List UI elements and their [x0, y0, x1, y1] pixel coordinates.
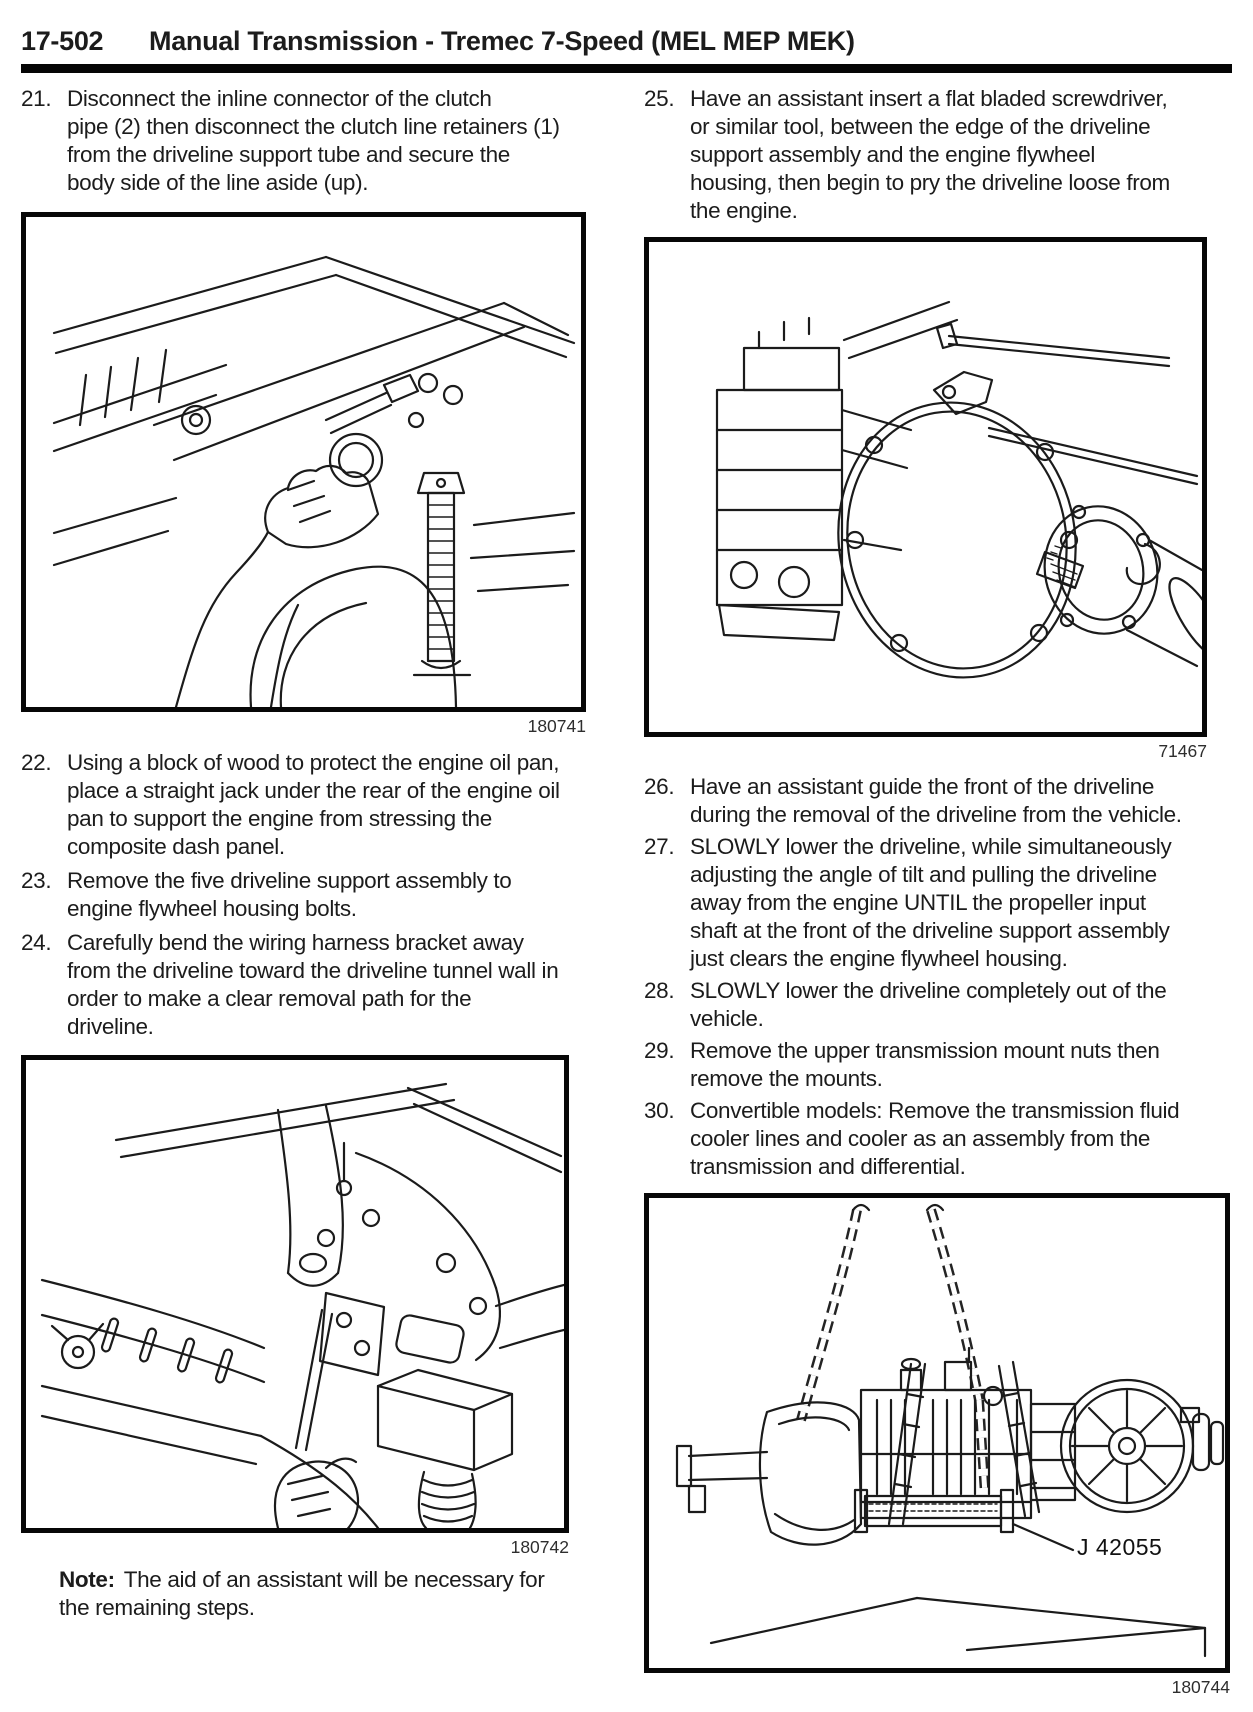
figure-180741-caption: 180741 — [527, 716, 586, 736]
page-header: 17-502 Manual Transmission - Tremec 7-Sp… — [21, 26, 1232, 57]
figure-71467-caption: 71467 — [1158, 741, 1207, 761]
page-number: 17-502 — [21, 26, 104, 56]
figure-180742-box — [21, 1055, 569, 1533]
figure-180741-box — [21, 212, 586, 712]
step-27: 27. SLOWLY lower the driveline, while si… — [644, 833, 1231, 973]
right-column: 25. Have an assistant insert a flat blad… — [644, 79, 1231, 1698]
step-30: 30. Convertible models: Remove the trans… — [644, 1097, 1231, 1181]
figure-71467-box — [644, 237, 1207, 737]
step-30-text: Convertible models: Remove the transmiss… — [690, 1098, 1180, 1179]
step-21-text: Disconnect the inline connector of the c… — [67, 86, 560, 195]
page-columns: 21. Disconnect the inline connector of t… — [21, 79, 1232, 1698]
step-25-number: 25. — [644, 86, 675, 111]
step-22: 22. Using a block of wood to protect the… — [21, 749, 599, 861]
step-22-text: Using a block of wood to protect the eng… — [67, 750, 560, 859]
note-block: Note:The aid of an assistant will be nec… — [59, 1566, 575, 1622]
step-23-text: Remove the five driveline support assemb… — [67, 868, 512, 921]
step-24-text: Carefully bend the wiring harness bracke… — [67, 930, 559, 1039]
step-29-text: Remove the upper transmission mount nuts… — [690, 1038, 1160, 1091]
left-column: 21. Disconnect the inline connector of t… — [21, 79, 599, 1698]
figure-180744-box: J 42055 — [644, 1193, 1230, 1673]
step-21: 21. Disconnect the inline connector of t… — [21, 85, 599, 197]
page-title: Manual Transmission - Tremec 7-Speed (ME… — [149, 26, 855, 56]
figure-71467-illustration — [715, 300, 1202, 679]
step-30-number: 30. — [644, 1098, 675, 1123]
step-24-number: 24. — [21, 930, 52, 955]
step-29-number: 29. — [644, 1038, 675, 1063]
header-rule — [21, 64, 1232, 73]
step-23: 23. Remove the five driveline support as… — [21, 867, 599, 923]
step-28-text: SLOWLY lower the driveline completely ou… — [690, 978, 1167, 1031]
figure-180741-illustration — [52, 255, 576, 707]
step-26-number: 26. — [644, 774, 675, 799]
step-25: 25. Have an assistant insert a flat blad… — [644, 85, 1231, 225]
note-label: Note: — [59, 1567, 115, 1592]
step-28-number: 28. — [644, 978, 675, 1003]
step-21-number: 21. — [21, 86, 52, 111]
step-26-text: Have an assistant guide the front of the… — [690, 774, 1182, 827]
step-27-text: SLOWLY lower the driveline, while simult… — [690, 834, 1172, 971]
figure-180744-illustration — [675, 1203, 1225, 1658]
step-26: 26. Have an assistant guide the front of… — [644, 773, 1231, 829]
step-23-number: 23. — [21, 868, 52, 893]
tool-label-j42055: J 42055 — [1077, 1534, 1163, 1560]
step-29: 29. Remove the upper transmission mount … — [644, 1037, 1231, 1093]
figure-180742-caption: 180742 — [510, 1537, 569, 1557]
step-24: 24. Carefully bend the wiring harness br… — [21, 929, 599, 1041]
step-22-number: 22. — [21, 750, 52, 775]
note-text: The aid of an assistant will be necessar… — [59, 1567, 545, 1620]
figure-180744-caption: 180744 — [1171, 1677, 1230, 1697]
figure-180742-illustration — [40, 1082, 564, 1528]
step-27-number: 27. — [644, 834, 675, 859]
step-28: 28. SLOWLY lower the driveline completel… — [644, 977, 1231, 1033]
step-25-text: Have an assistant insert a flat bladed s… — [690, 86, 1170, 223]
